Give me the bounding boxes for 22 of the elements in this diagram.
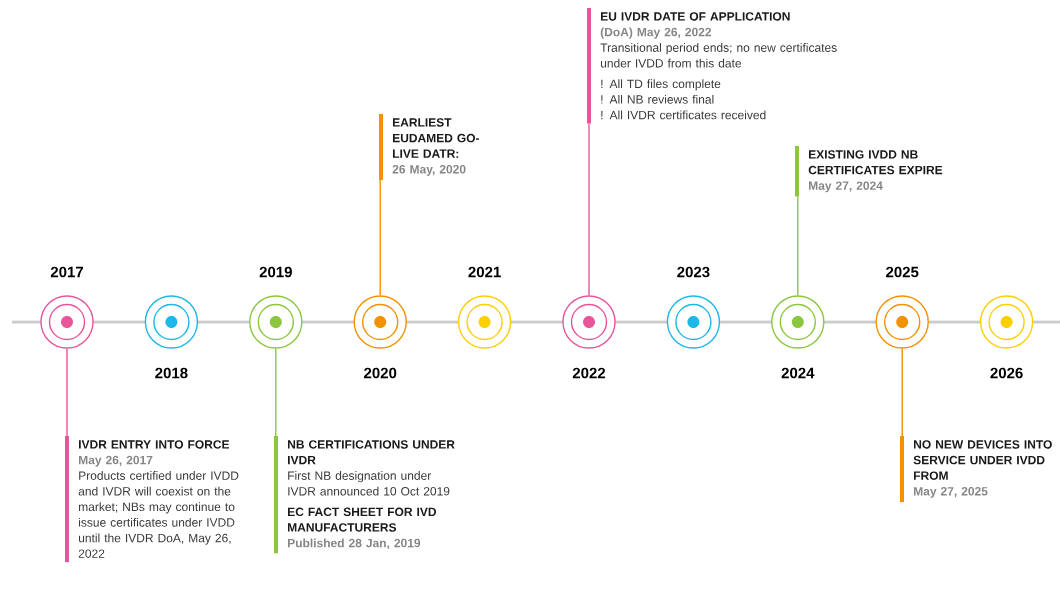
callout: EARLIEST EUDAMED GO-LIVE DATR: 26 May, 2020 xyxy=(379,114,480,181)
leader-line xyxy=(901,348,903,437)
leader-line xyxy=(379,179,381,296)
callout: IVDR ENTRY INTO FORCE May 26, 2017 Products certified under IVDD and IVDR will coexist on the market; NBs may continue to issue certificates under IVDD until the IVDR DoA, May 26, 2022 xyxy=(65,436,239,563)
year-label: 2020 xyxy=(364,367,397,379)
year-label: 2026 xyxy=(990,367,1023,379)
leader-line xyxy=(588,122,590,296)
year-label: 2024 xyxy=(781,367,815,379)
year-label: 2019 xyxy=(259,266,292,278)
year-label: 2022 xyxy=(572,367,606,379)
year-label: 2023 xyxy=(677,266,710,278)
callout: EXISTING IVDD NB CERTIFICATES EXPIRE May 27, 2024 xyxy=(795,146,943,197)
year-label: 2018 xyxy=(155,367,188,379)
year-label: 2025 xyxy=(886,266,919,278)
year-label: 2017 xyxy=(50,266,83,278)
leader-line xyxy=(275,348,277,437)
leader-line xyxy=(66,348,68,437)
leader-line xyxy=(797,195,799,296)
callout: NB CERTIFICATIONS UNDER IVDR First NB designation under IVDR announced 10 Oct 2019 EC FACT SHEET FOR IVD MANUFACTURERS Published 28 Jan, 2019 xyxy=(274,436,455,554)
year-label: 2021 xyxy=(468,266,501,278)
callout: EU IVDR DATE OF APPLICATION (DoA) May 26, 2022 Transitional period ends; no new certificates under IVDD from this date ! All TD files complete ! All NB reviews final ! All IVDR certificates received xyxy=(587,8,837,124)
callout: NO NEW DEVICES INTO SERVICE UNDER IVDD FROM May 27, 2025 xyxy=(900,436,1052,503)
